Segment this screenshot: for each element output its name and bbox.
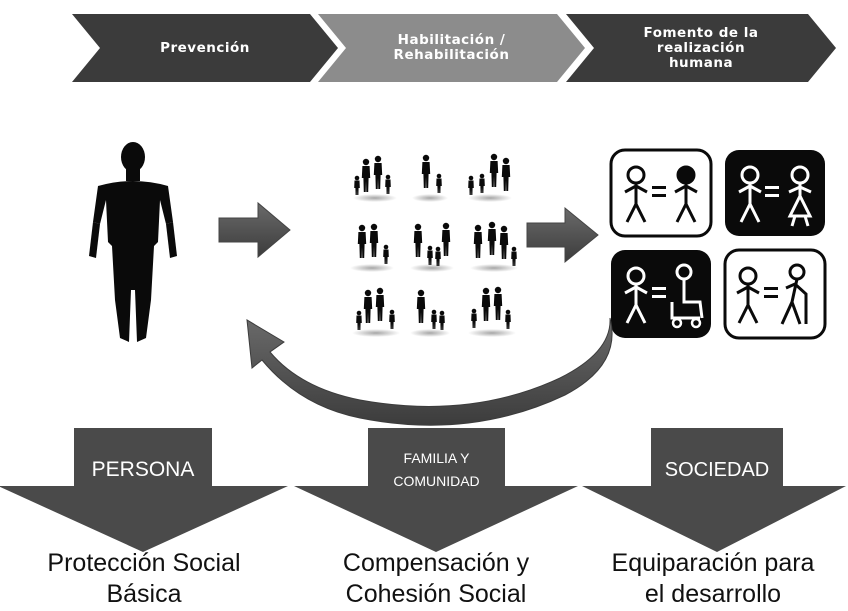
- equality-man-woman-icon: [725, 150, 825, 236]
- pillar-arrow-familia: [294, 428, 578, 552]
- stage-label-habilitacion: Habilitación / Rehabilitación: [393, 32, 510, 63]
- pillar-label-persona: PERSONA: [91, 458, 195, 481]
- arrow-right-icon: [526, 206, 599, 264]
- equality-man-wheelchair-icon: [611, 250, 711, 338]
- chevron-habilitacion: [318, 14, 585, 82]
- stage-label-fomento: Fomento de la realización humana: [643, 24, 759, 71]
- pillar-label-familia: FAMILIA Y COMUNIDAD: [393, 450, 480, 489]
- stage-label-prevencion: Prevención: [160, 39, 250, 56]
- pillar-arrow-sociedad: [582, 428, 846, 552]
- pillar-label-sociedad: SOCIEDAD: [664, 458, 770, 481]
- curved-return-arrow: [246, 317, 613, 426]
- chevron-prevencion: [72, 14, 338, 82]
- families-grid: [350, 153, 518, 337]
- outcome-equiparacion: Equiparación para el desarrollo: [611, 549, 815, 608]
- chevron-fomento: [566, 14, 836, 82]
- equality-man-man-icon: [609, 148, 713, 238]
- pillar-arrow-persona: [0, 428, 288, 552]
- equality-man-elderly-icon: [723, 248, 827, 340]
- outcome-proteccion: Protección Social Básica: [47, 549, 241, 608]
- human-body-icon: [89, 142, 177, 342]
- outcome-compensacion: Compensación y Cohesión Social: [342, 549, 530, 608]
- arrow-right-icon: [218, 201, 291, 259]
